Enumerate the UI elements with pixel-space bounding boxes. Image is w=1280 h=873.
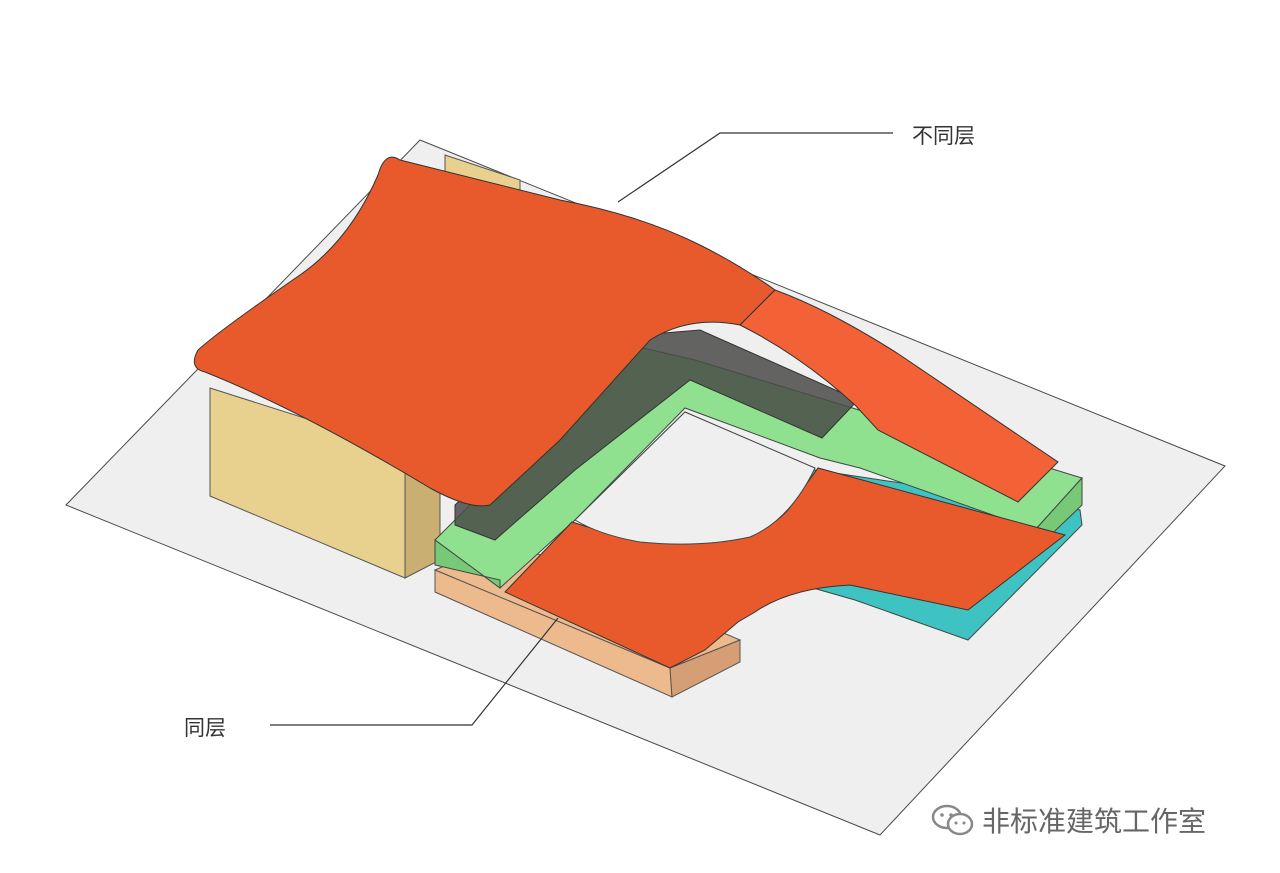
peach-slab-side: [669, 639, 741, 698]
roof-strip-right: [739, 289, 1059, 503]
roof-main: [193, 156, 776, 507]
watermark-text: 非标准建筑工作室: [982, 805, 1207, 838]
label-same-layer: 同层: [184, 716, 226, 740]
watermark: 非标准建筑工作室: [930, 800, 1206, 840]
dark-wall: [454, 329, 859, 541]
label-different-layer: 不同层: [912, 124, 975, 148]
green-floor-front: [434, 539, 501, 589]
wechat-icon: [931, 804, 974, 836]
courtyard-opening: [574, 411, 816, 545]
leader-line-top: [617, 132, 893, 203]
leader-line-bottom: [270, 617, 559, 726]
